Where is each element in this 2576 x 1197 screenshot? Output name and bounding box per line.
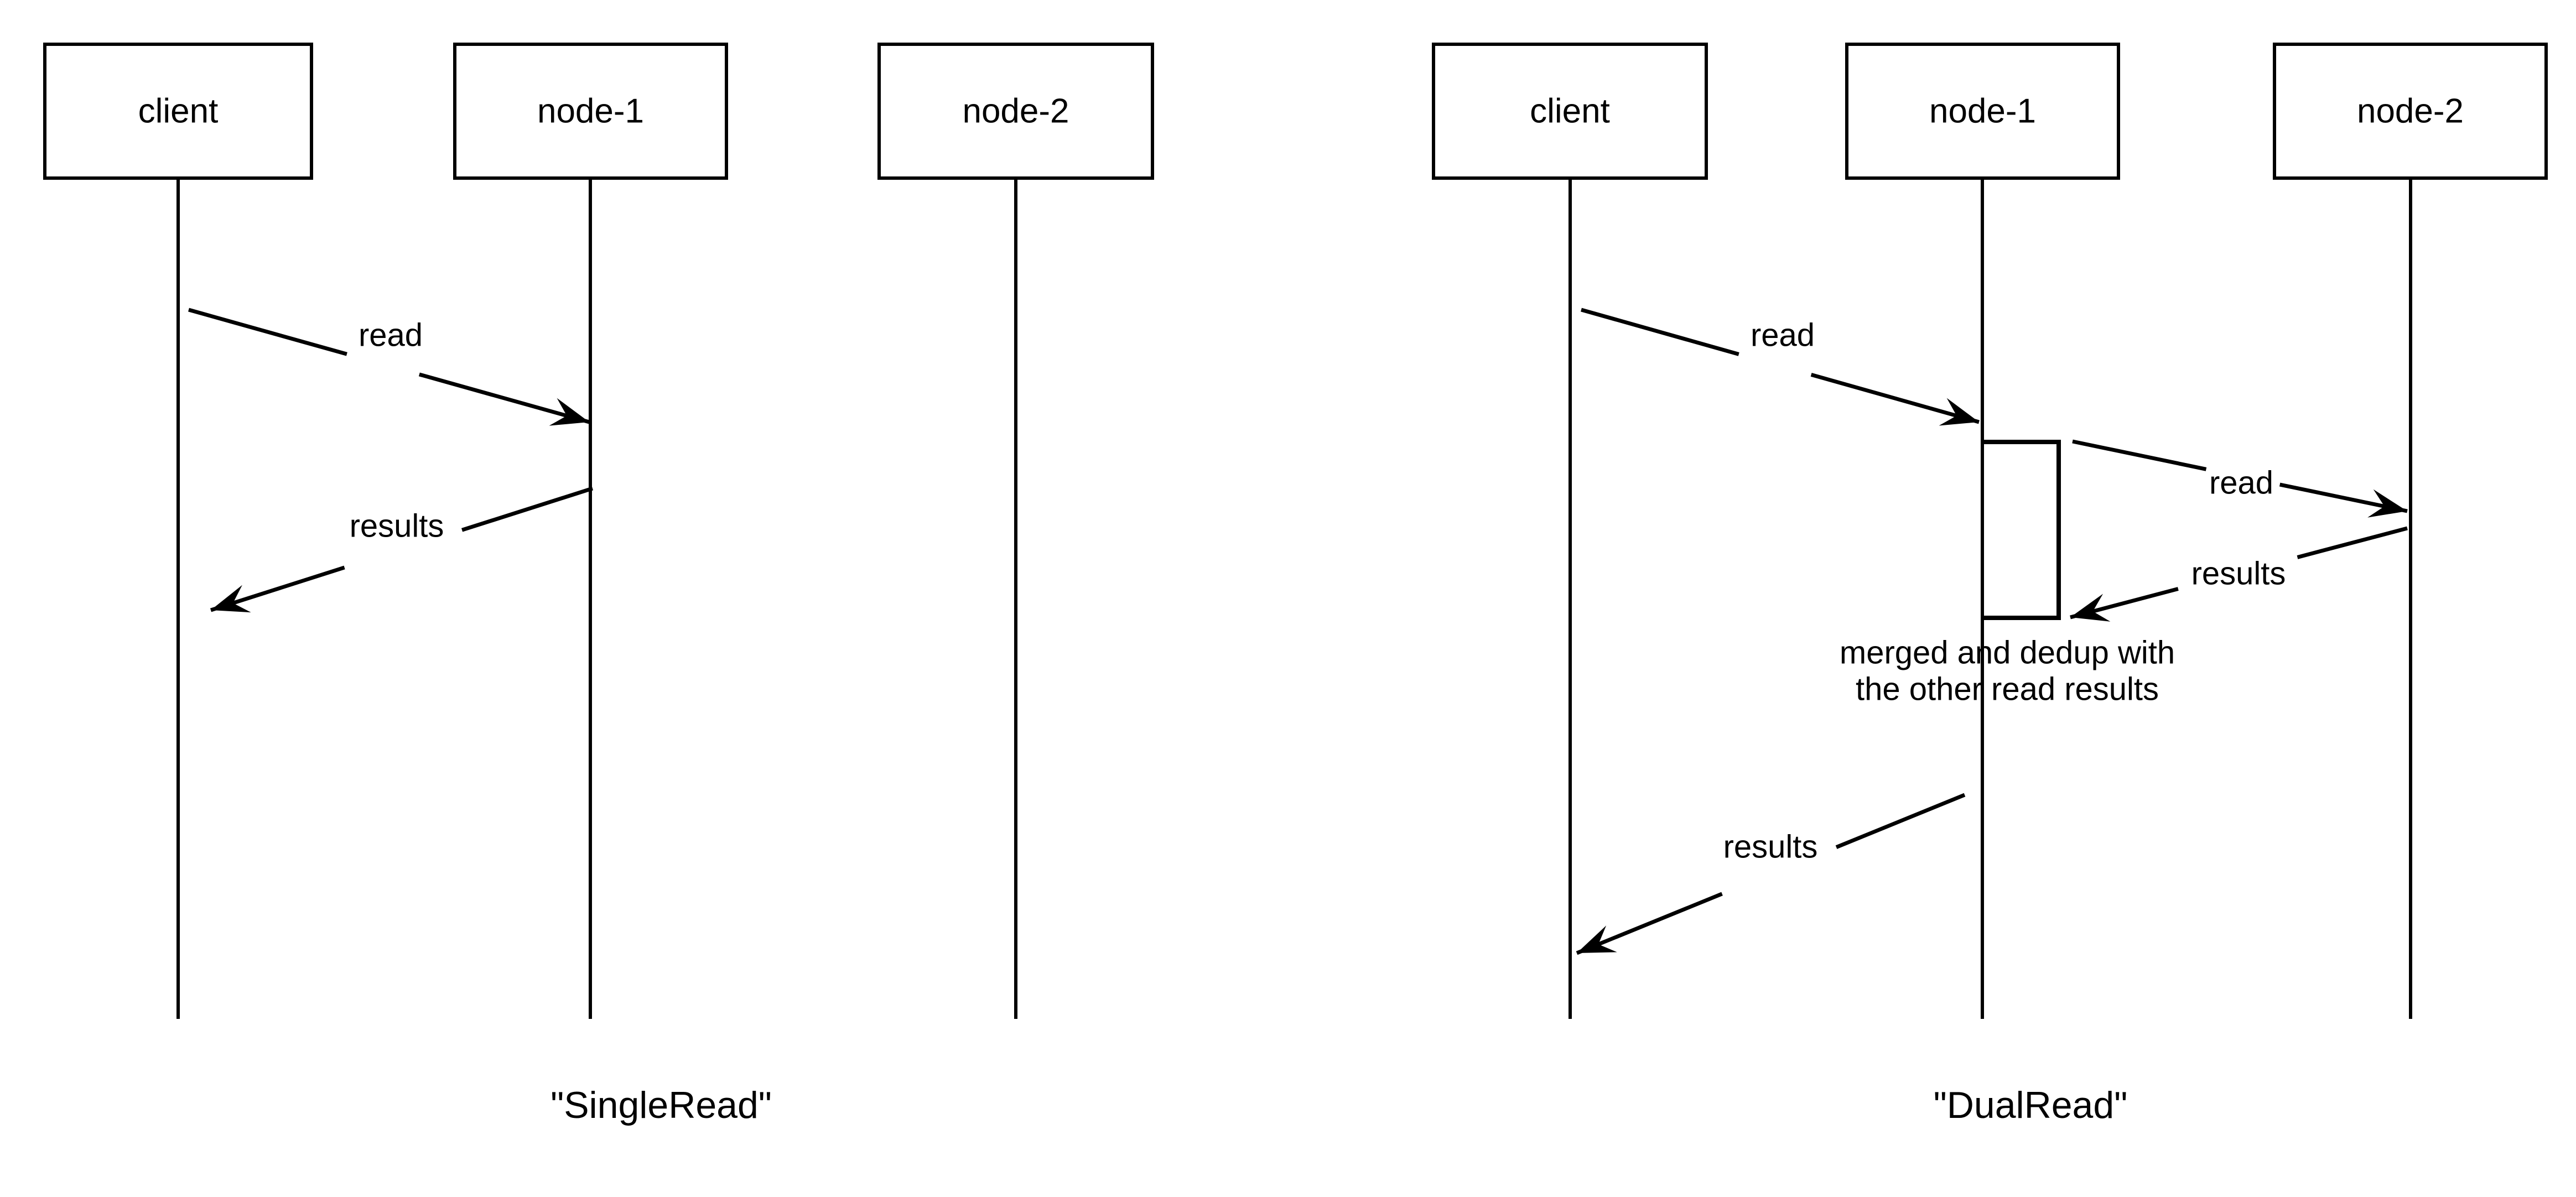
dual-read-request-node1-arrow-head (1939, 398, 1979, 426)
dual-read-caption: "DualRead" (1934, 1084, 2128, 1126)
single-read-request-line-a (188, 308, 347, 356)
single-read-request-arrow-head (549, 398, 589, 426)
dual-read-activation-node-1 (1982, 440, 2061, 620)
single-read-request-label: read (359, 317, 423, 353)
dual-read-results-client-line-a (1835, 793, 1966, 849)
dual-read-results-client-label: results (1723, 829, 1818, 865)
dual-read-participant-box-client[interactable] (1432, 43, 1708, 180)
single-read-participant-box-client[interactable] (43, 43, 313, 180)
dual-read-request-node1-label: read (1751, 317, 1815, 353)
dual-read-participant-label-client: client (1530, 92, 1610, 130)
dual-read-request-node2-label: read (2209, 465, 2273, 501)
single-read-caption: "SingleRead" (550, 1084, 772, 1126)
single-read-results-label: results (350, 508, 444, 544)
single-read-participant-label-client: client (138, 92, 219, 130)
single-read-participant-box-node-1[interactable] (453, 43, 728, 180)
single-read-results-line-a (461, 486, 594, 532)
dual-read-results-node2-line-a (2297, 526, 2408, 559)
single-read-results-line-b (210, 565, 345, 612)
single-read-participant-box-node-2[interactable] (877, 43, 1154, 180)
single-read-participant-label-node-2: node-2 (962, 92, 1069, 130)
dual-read-results-node2-arrow-head (2070, 594, 2111, 622)
dual-read-request-node2-line-a (2072, 439, 2207, 471)
dual-read-group: client node-1 node-2 read read results results… (1432, 43, 2548, 1126)
single-read-group: client node-1 node-2 read results "SingleRead… (43, 43, 1154, 1126)
merge-note-line-1: merged and dedup with (1840, 634, 2175, 670)
dual-read-results-client-arrow-head (1577, 925, 1617, 953)
dual-read-participant-label-node-1: node-1 (1929, 92, 2036, 130)
dual-read-participant-box-node-2[interactable] (2273, 43, 2548, 180)
dual-read-request-node1-line-b (1810, 372, 1980, 424)
dual-read-participant-label-node-2: node-2 (2357, 92, 2464, 130)
dual-read-results-client-line-b (1576, 892, 1723, 955)
single-read-request-line-b (418, 372, 590, 424)
dual-read-participant-box-node-1[interactable] (1845, 43, 2120, 180)
single-read-results-arrow-head (211, 585, 251, 613)
dual-read-results-node2-label: results (2191, 555, 2286, 591)
dual-read-request-node2-arrow-head (2367, 489, 2407, 518)
single-read-participant-label-node-1: node-1 (537, 92, 644, 130)
merge-note-line-2: the other read results (1856, 671, 2159, 707)
dual-read-request-node1-line-a (1581, 308, 1739, 356)
